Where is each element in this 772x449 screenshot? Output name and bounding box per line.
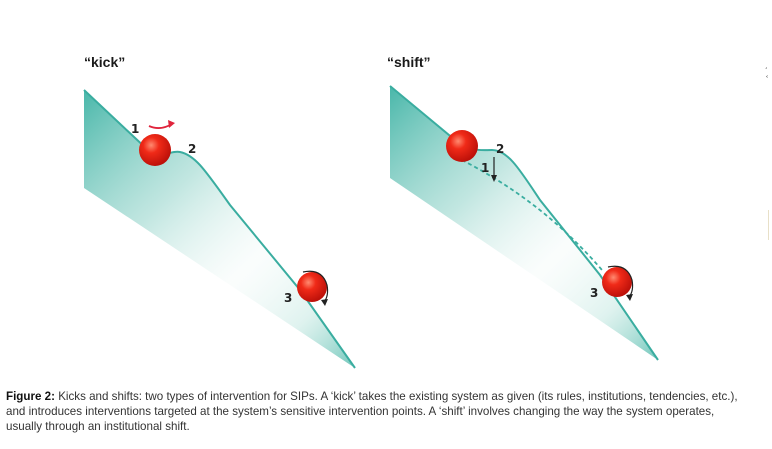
kick-ball-1 <box>139 134 171 166</box>
kick-arrow-icon <box>148 123 173 129</box>
kick-label-2: 2 <box>188 142 196 156</box>
shift-ball-3 <box>602 267 632 297</box>
shift-panel-title: “shift” <box>387 54 431 70</box>
shift-ball-1 <box>446 130 478 162</box>
caption-label: Figure 2: <box>6 390 55 403</box>
kick-panel-title: “kick” <box>84 54 126 70</box>
kick-panel: 1 2 3 <box>83 89 356 369</box>
kick-label-1: 1 <box>131 122 139 136</box>
kick-rotation-icon <box>302 270 329 303</box>
shift-label-2: 2 <box>496 142 504 156</box>
shift-label-3: 3 <box>590 286 598 300</box>
shift-rotation-head <box>626 294 633 301</box>
shift-panel: 1 2 3 <box>389 85 659 361</box>
kick-slope-fill <box>84 90 355 368</box>
edge-line <box>768 210 769 240</box>
shift-slope-fill <box>390 86 658 360</box>
shift-down-arrow-head <box>491 175 497 182</box>
kick-ball-3 <box>297 272 327 302</box>
kick-arrow-head <box>168 120 175 128</box>
caption-text: Kicks and shifts: two types of intervent… <box>6 390 738 433</box>
kick-shift-diagram: 1 2 3 1 2 3 <box>83 85 659 369</box>
shift-rotation-icon <box>607 265 634 298</box>
edge-mark: ʻ ˂ <box>765 66 769 84</box>
shift-dashed-path <box>461 159 603 271</box>
kick-rotation-head <box>321 299 328 306</box>
shift-label-1: 1 <box>481 161 489 175</box>
figure-caption: Figure 2: Kicks and shifts: two types of… <box>6 389 751 434</box>
kick-label-3: 3 <box>284 291 292 305</box>
